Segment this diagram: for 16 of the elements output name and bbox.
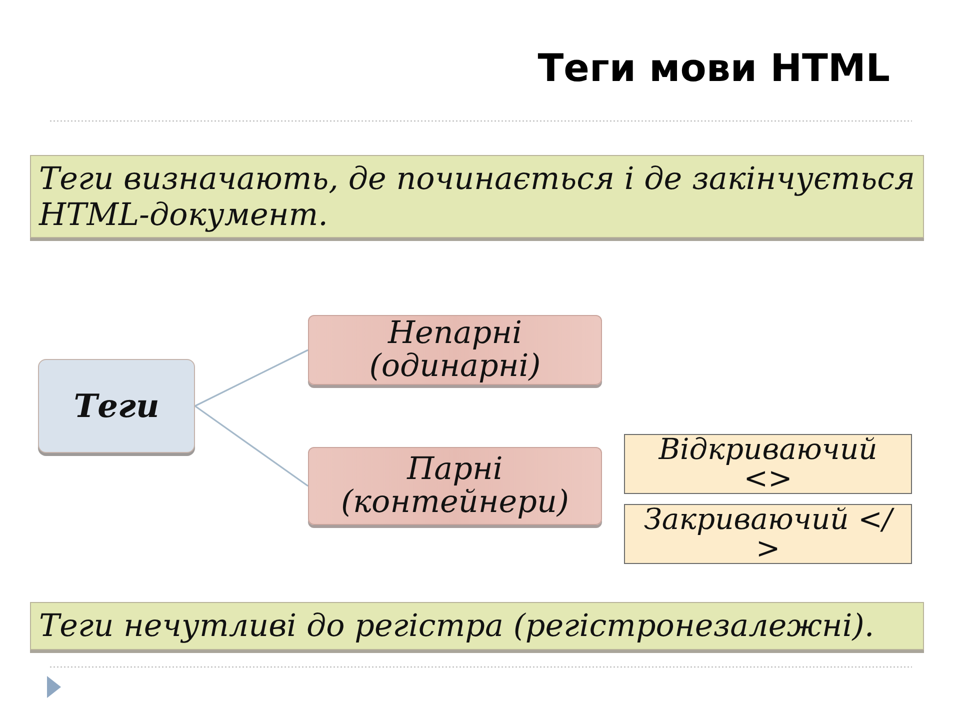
root-box xyxy=(38,359,195,453)
box-text: Теги xyxy=(74,387,160,425)
tag-type-box xyxy=(624,434,912,494)
tag-type-box xyxy=(624,504,912,564)
connector-line xyxy=(194,349,308,407)
connector-line xyxy=(194,405,308,487)
box-text: Закриваючий </ > xyxy=(642,505,896,563)
slide-title: Теги мови HTML xyxy=(538,46,890,90)
note-box xyxy=(30,602,924,650)
category-box xyxy=(308,315,602,385)
box-text: Відкриваючий <> xyxy=(657,435,878,493)
box-text: Парні (контейнери) xyxy=(340,453,570,519)
box-text: Непарні (одинарні) xyxy=(368,317,542,383)
category-box xyxy=(308,447,602,525)
box-text: Теги визначають, де починається і де закінчується HTML-документ. xyxy=(39,160,915,232)
box-text: Теги нечутливі до регістра (регістронезалежні). xyxy=(39,608,874,644)
